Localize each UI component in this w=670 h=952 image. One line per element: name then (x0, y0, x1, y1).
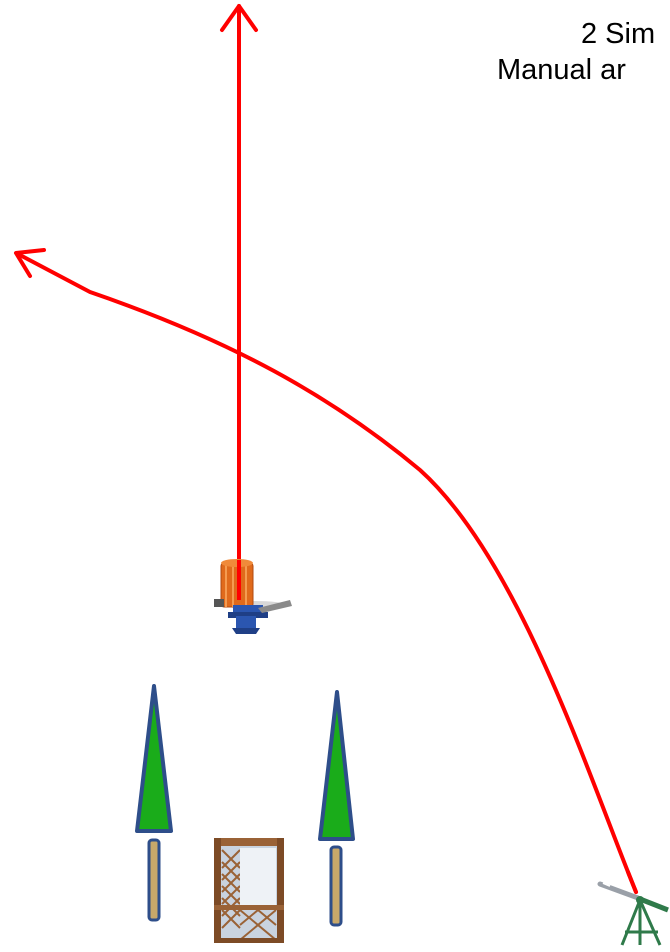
clay-trap-machine-icon (214, 559, 292, 634)
lattice-hut-icon (214, 838, 284, 943)
shooter-marker-right (318, 690, 355, 927)
manual-trap-icon (597, 881, 669, 946)
curved-trajectory-origin (626, 870, 638, 894)
diagram-title: 2 Sim Manual ar (0, 16, 670, 106)
title-line-2: Manual ar (497, 54, 626, 86)
straight-trajectory (220, 4, 258, 580)
title-line-1: 2 Sim (581, 18, 656, 50)
curved-trajectory (14, 248, 638, 894)
shooter-marker-left (135, 684, 173, 922)
